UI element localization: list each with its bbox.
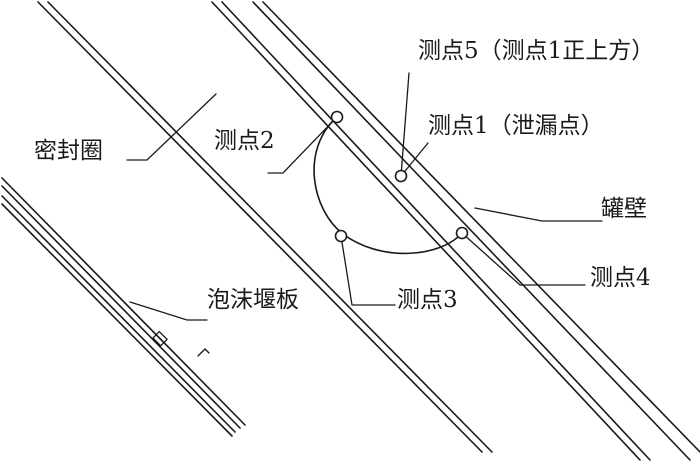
measurement-point-2: [330, 110, 344, 124]
label-point-4: 测点4: [590, 265, 651, 291]
leader-lines: [126, 72, 603, 321]
foam-dam-plate: [1, 177, 246, 437]
measurement-arc-bottom: [342, 232, 463, 255]
measurement-point-1: [394, 169, 408, 183]
label-seal-ring: 密封圈: [34, 138, 103, 164]
label-point-5: 测点5（测点1正上方）: [418, 38, 654, 64]
label-point-2: 测点2: [214, 128, 275, 154]
dam-tab: [197, 348, 206, 357]
label-point-3: 测点3: [397, 287, 458, 313]
measurement-point-3: [334, 229, 348, 243]
measurement-point-4: [455, 226, 469, 240]
measurement-arc: [313, 116, 344, 235]
dam-clamp: [152, 330, 168, 347]
seal-ring: [37, 1, 493, 453]
label-tank-wall: 罐壁: [601, 196, 647, 222]
tank-wall: [211, 1, 700, 461]
label-foam-dam: 泡沫堰板: [207, 287, 299, 313]
label-point-1: 测点1（泄漏点）: [428, 113, 604, 139]
